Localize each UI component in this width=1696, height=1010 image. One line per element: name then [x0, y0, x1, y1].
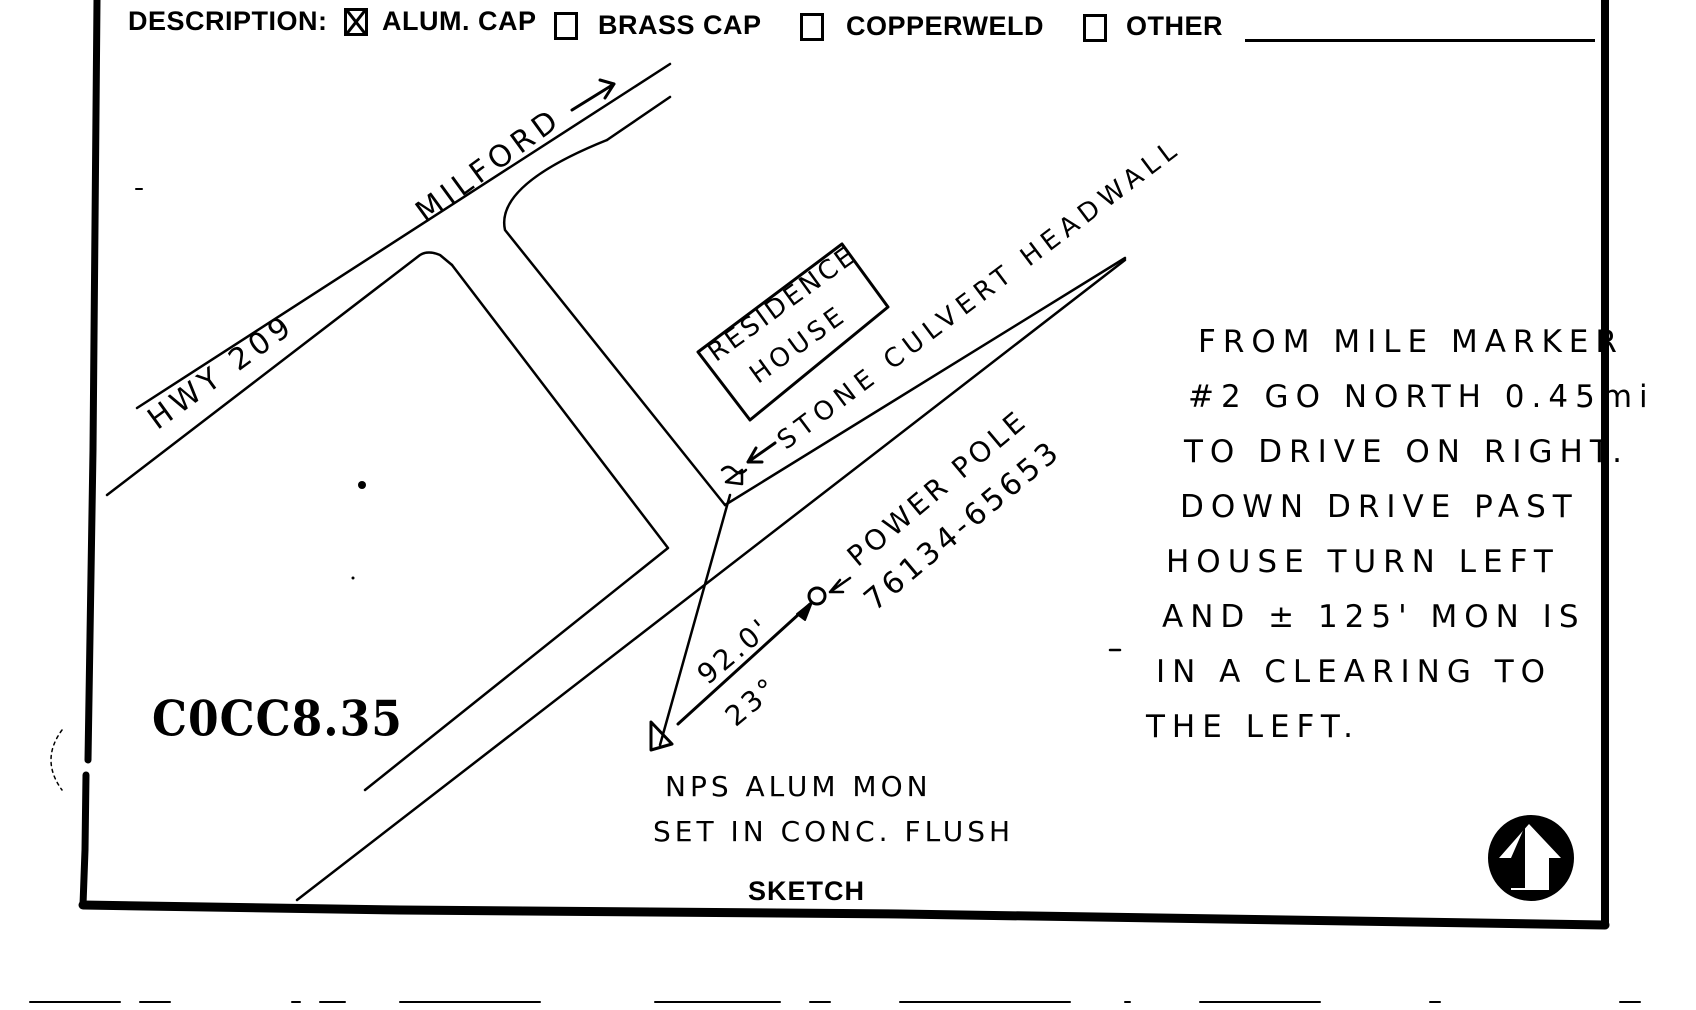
scan-dot	[358, 481, 366, 489]
power-pole-symbol	[807, 586, 827, 606]
milford-arrow	[570, 78, 616, 112]
culvert-road-lower	[295, 258, 1127, 902]
document-stamp: C0CC8.35	[152, 691, 403, 748]
alum-cap-checkbox[interactable]	[344, 8, 368, 36]
alum-cap-label: ALUM. CAP	[382, 6, 537, 36]
copperweld-checkbox[interactable]	[800, 13, 824, 41]
directions-line: AND ± 125' MON IS	[1162, 599, 1586, 635]
other-checkbox[interactable]	[1083, 14, 1107, 42]
tie-line	[658, 493, 732, 747]
north-arrow-icon	[1488, 815, 1574, 901]
hole-punch	[50, 729, 63, 791]
monument-label-line1: NPS ALUM MON	[665, 770, 932, 803]
monument-triangle	[649, 720, 674, 752]
culvert-road-upper	[723, 256, 1127, 507]
sketch-title: SKETCH	[748, 876, 866, 906]
side-road-left	[363, 263, 670, 792]
brass-cap-label: BRASS CAP	[598, 10, 762, 40]
directions-line: DOWN DRIVE PAST	[1180, 489, 1579, 525]
bearing-line	[676, 602, 812, 726]
drive-right-edge	[502, 138, 727, 507]
frame-left-border	[79, 0, 101, 909]
culvert-pointer	[746, 441, 777, 464]
directions-line: THE LEFT.	[1146, 709, 1360, 745]
frame-bottom-border	[78, 900, 1610, 930]
other-label: OTHER	[1126, 11, 1223, 41]
directions-line: HOUSE TURN LEFT	[1166, 544, 1560, 580]
hwy-lower-edge-right	[605, 95, 672, 142]
directions-notes: FROM MILE MARKER #2 GO NORTH 0.45mi TO D…	[1146, 315, 1655, 755]
brass-cap-checkbox[interactable]	[554, 12, 578, 40]
hwy-lower-edge	[105, 251, 454, 497]
residence-box	[696, 242, 890, 422]
scan-dot	[351, 576, 355, 580]
hwy-upper-edge	[135, 62, 672, 410]
directions-line: #2 GO NORTH 0.45mi	[1188, 379, 1655, 415]
power-pole-pointer	[828, 576, 852, 594]
monument-label-line2: SET IN CONC. FLUSH	[653, 815, 1015, 848]
other-text-field[interactable]	[1245, 39, 1595, 42]
copperweld-label: COPPERWELD	[846, 11, 1045, 41]
culvert-symbol	[720, 465, 748, 486]
directions-line: TO DRIVE ON RIGHT.	[1184, 434, 1629, 470]
description-label: DESCRIPTION:	[128, 6, 328, 36]
bearing-arrowhead	[796, 601, 813, 621]
directions-line: IN A CLEARING TO	[1156, 654, 1553, 690]
directions-line: FROM MILE MARKER	[1198, 324, 1624, 360]
